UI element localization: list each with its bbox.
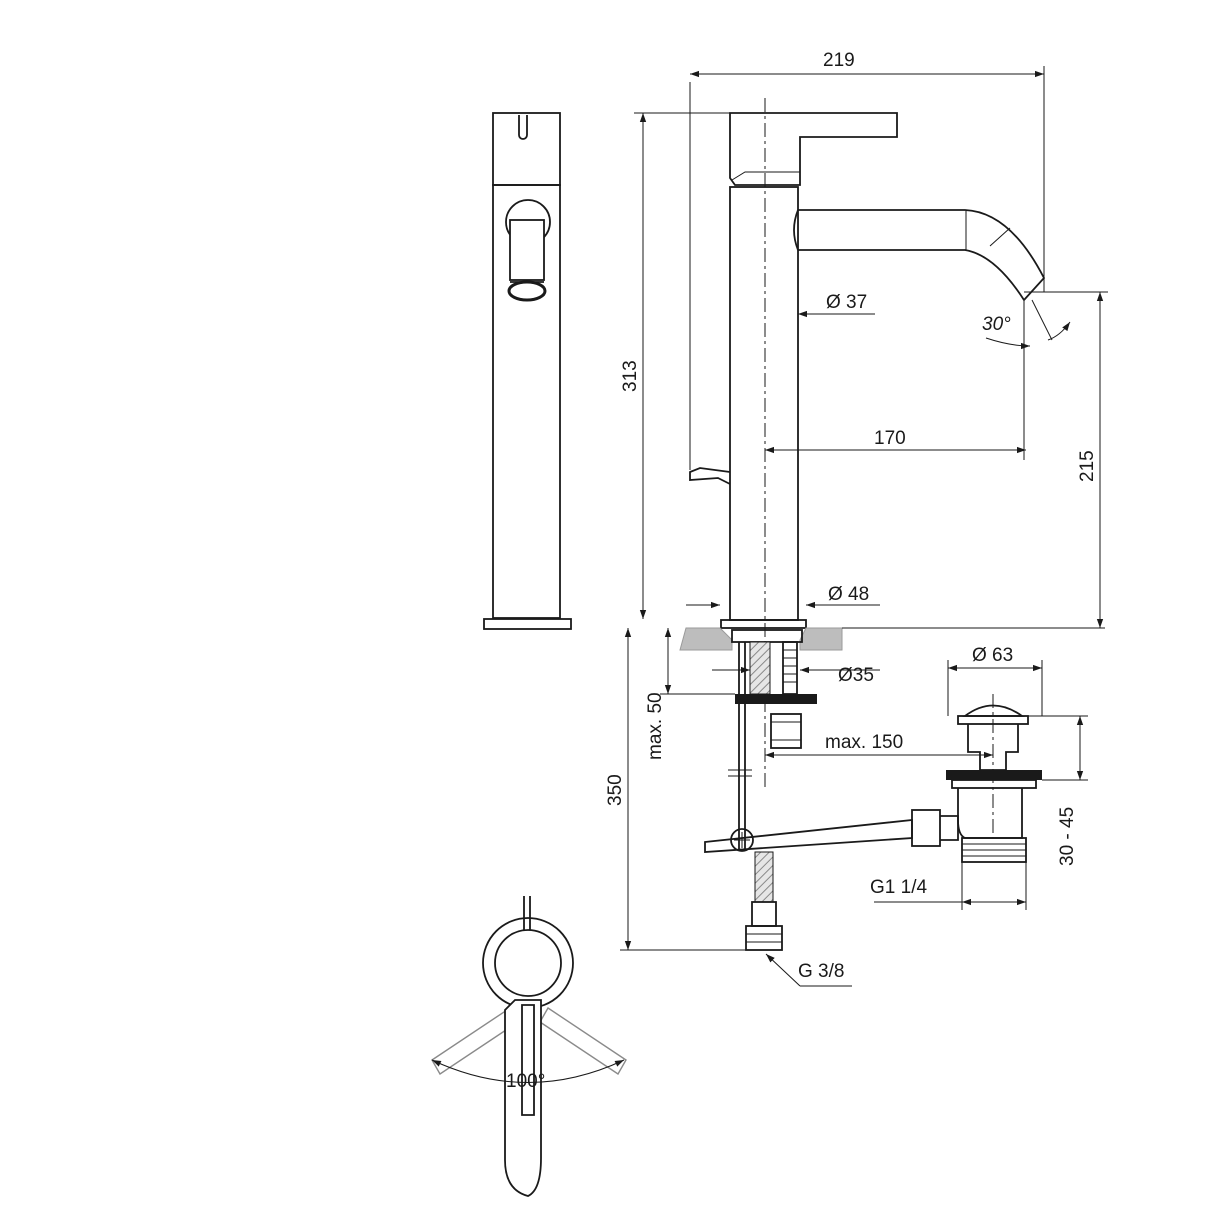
dim-below-height: 350 (605, 774, 626, 806)
top-view: 100° (431, 896, 627, 1197)
dim-spout-reach: 170 (874, 428, 906, 449)
dim-height-total: 313 (620, 360, 641, 392)
dim-waste-reach: max. 150 (825, 732, 903, 753)
dim-width-total: 219 (823, 50, 855, 71)
worktop (679, 627, 1105, 651)
dim-spout-height: 215 (1077, 450, 1098, 482)
dim-hole-diameter: Ø35 (838, 665, 874, 686)
dim-waste-thread: G1 1/4 (870, 877, 927, 898)
waste-assembly (704, 694, 1042, 863)
dim-spout-diameter: Ø 37 (826, 292, 867, 313)
fixing-assembly (728, 629, 817, 951)
dimension-lines: 219 313 Ø 37 30° 170 215 Ø 48 Ø35 max. 5 (605, 50, 1108, 987)
side-view (483, 112, 572, 630)
dim-worktop-max: max. 50 (645, 692, 666, 760)
dim-supply-thread: G 3/8 (798, 961, 844, 982)
dim-spout-angle: 30° (982, 314, 1011, 335)
dim-waste-thread-range: 30 - 45 (1057, 807, 1078, 866)
aerator-outlet (507, 280, 547, 302)
dim-waste-diameter: Ø 63 (972, 645, 1013, 666)
lever-rotation-label: 100° (506, 1071, 545, 1092)
dim-base-diameter: Ø 48 (828, 584, 869, 605)
